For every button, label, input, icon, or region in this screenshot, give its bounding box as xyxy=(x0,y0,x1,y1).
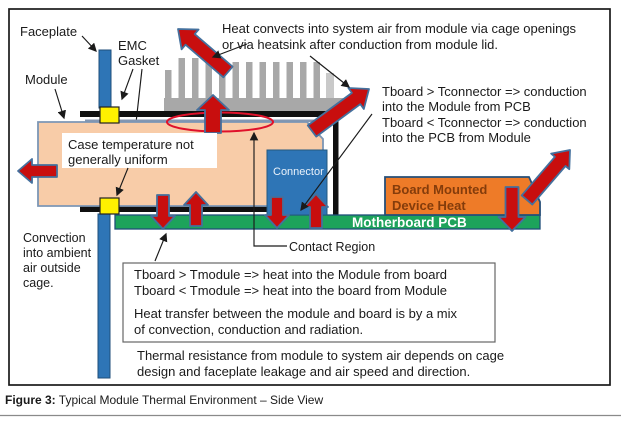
tmodule-note-box xyxy=(122,262,496,343)
heatsink-fin xyxy=(165,70,172,100)
case-note-line2: generally uniform xyxy=(68,152,168,167)
motherboard-pcb xyxy=(114,214,541,230)
pointer-line-tconnector-contact xyxy=(300,113,373,212)
cage-bottom-line xyxy=(80,206,267,212)
heatsink-fin xyxy=(219,62,226,100)
heatsink-fin xyxy=(300,62,307,100)
tconnector-note-line4: into the PCB from Module xyxy=(382,130,531,145)
module-label: Module xyxy=(25,72,68,87)
device-heat-box xyxy=(384,176,541,216)
case-note-box xyxy=(62,133,217,168)
pointer-line-case-note xyxy=(115,167,129,197)
heatsink-fin xyxy=(232,62,239,100)
emc-gasket-label-line1: EMC xyxy=(118,38,147,53)
heat-arrow-connector-up xyxy=(303,193,329,229)
tconnector-note-line1: Tboard > Tconnector => conduction xyxy=(382,84,587,99)
emc-gasket-bottom xyxy=(99,197,120,215)
heatsink-base xyxy=(164,98,345,111)
device-heat-label-line1: Board Mounted xyxy=(392,182,487,197)
pointer-line-faceplate xyxy=(81,35,97,52)
contact-region-label: Contact Region xyxy=(289,240,375,254)
heat-arrow-lid-up xyxy=(196,94,230,134)
faceplate-label: Faceplate xyxy=(20,24,77,39)
heat-arrow-connector-down xyxy=(264,196,290,229)
thermal-note-line1: Thermal resistance from module to system… xyxy=(137,348,504,363)
heatsink-fin xyxy=(326,73,334,100)
cage-right-wall xyxy=(333,111,339,217)
heat-arrow-cage-up-left xyxy=(177,28,234,79)
heat-arrow-board-down xyxy=(150,194,176,230)
tmodule-box-line4: of convection, conduction and radiation. xyxy=(134,322,363,337)
faceplate-upper xyxy=(98,49,112,109)
pointer-line-emc-to-top-gasket xyxy=(120,68,134,101)
tconnector-note-line2: into the Module from PCB xyxy=(382,99,531,114)
heatsink-fin xyxy=(286,62,293,100)
convection-note-line1: Convection xyxy=(23,231,86,245)
top-note-line1: Heat convects into system air from modul… xyxy=(222,21,577,36)
pointer-line-convect-right xyxy=(309,55,351,88)
convection-note-line2: into ambient xyxy=(23,246,92,260)
pointer-line-module xyxy=(54,88,66,120)
tmodule-box-line2: Tboard < Tmodule => heat into the board … xyxy=(134,283,447,298)
heat-arrow-case-left xyxy=(17,158,58,184)
heat-flow-arrows xyxy=(17,28,571,232)
figure-caption: Figure 3: Typical Module Thermal Environ… xyxy=(5,393,323,407)
top-note-line2: or via heatsink after conduction from mo… xyxy=(222,37,498,52)
pointer-line-convect-left xyxy=(211,43,248,59)
pointer-line-tmodule-box xyxy=(154,232,168,262)
emc-gasket-label-line2: Gasket xyxy=(118,53,160,68)
figure-caption-prefix: Figure 3: xyxy=(5,393,56,407)
tconnector-note-line3: Tboard < Tconnector => conduction xyxy=(382,115,587,130)
figure-caption-text: Typical Module Thermal Environment – Sid… xyxy=(56,393,324,407)
connector-label: Connector xyxy=(273,166,324,178)
heat-arrow-device-down xyxy=(497,186,527,232)
heatsink-fin xyxy=(246,62,253,100)
heatsink-fin xyxy=(313,62,320,100)
convection-note-line3: air outside xyxy=(23,261,81,275)
thermal-note-line2: design and faceplate leakage and air spe… xyxy=(137,364,470,379)
convection-note-line4: cage. xyxy=(23,276,54,290)
heat-arrow-module-up-right xyxy=(306,87,370,138)
heat-arrow-board-up xyxy=(183,191,209,227)
heatsink-fin xyxy=(259,62,266,100)
heatsink-fin xyxy=(205,62,212,100)
heatsink-fin xyxy=(192,58,199,100)
tmodule-box-line1: Tboard > Tmodule => heat into the Module… xyxy=(134,267,447,282)
heatsink-fin xyxy=(178,58,185,100)
heat-arrow-device-up-right xyxy=(520,149,571,206)
tmodule-box-line3: Heat transfer between the module and boa… xyxy=(134,306,458,321)
pointer-line-contact-region xyxy=(249,131,287,247)
faceplate-lower xyxy=(97,213,111,379)
heatsink-fin xyxy=(273,62,280,100)
case-note-line1: Case temperature not xyxy=(68,137,194,152)
emc-gasket-top xyxy=(99,106,120,124)
device-heat-label-line2: Device Heat xyxy=(392,198,466,213)
motherboard-pcb-label: Motherboard PCB xyxy=(352,215,467,230)
